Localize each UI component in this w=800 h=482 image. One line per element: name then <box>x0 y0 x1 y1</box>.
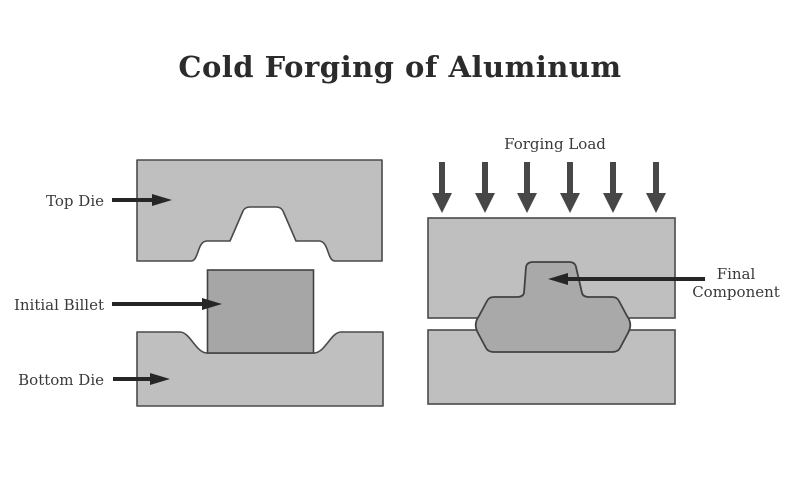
top-die-label: Top Die <box>46 192 104 210</box>
forging-load-label: Forging Load <box>504 135 606 153</box>
initial-billet-arrow-icon <box>112 298 222 310</box>
initial-billet-shape <box>206 269 315 354</box>
initial-billet-label: Initial Billet <box>13 296 104 314</box>
diagram-title: Cold Forging of Aluminum <box>178 50 622 84</box>
left-top-die-shape <box>136 159 383 262</box>
load-arrow-icon <box>560 162 580 213</box>
bottom-die-arrow-icon <box>113 373 170 385</box>
load-arrow-icon <box>475 162 495 213</box>
forging-load-arrows <box>432 162 666 213</box>
final-component-shape <box>474 261 632 353</box>
load-arrow-icon <box>432 162 452 213</box>
final-component-label: Final Component <box>692 265 780 301</box>
load-arrow-icon <box>517 162 537 213</box>
load-arrow-icon <box>603 162 623 213</box>
label-arrows <box>112 194 705 385</box>
bottom-die-label: Bottom Die <box>18 371 104 389</box>
final-component-arrow-icon <box>548 273 705 285</box>
top-die-arrow-icon <box>112 194 172 206</box>
load-arrow-icon <box>646 162 666 213</box>
